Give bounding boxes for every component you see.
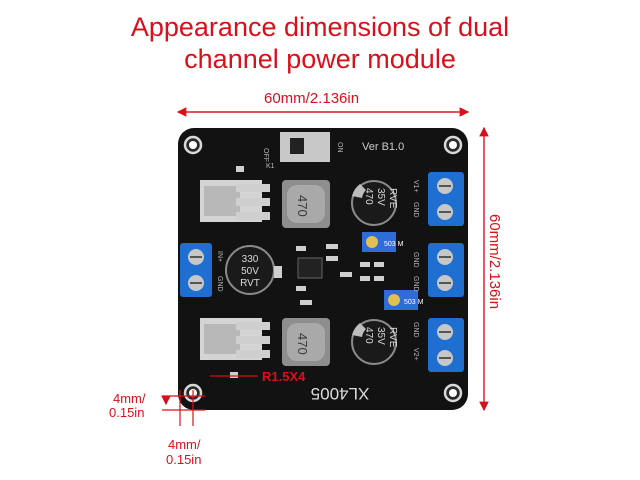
smd-components	[230, 166, 384, 378]
mounting-hole-tl	[183, 135, 203, 155]
potentiometer-2-value: 503 M	[404, 299, 424, 306]
regulator-top	[200, 180, 270, 222]
output2-gnd-label: GND	[412, 322, 419, 338]
switch-off-label: OFF	[262, 148, 269, 162]
power-switch	[280, 132, 330, 162]
capacitor-out1-value: 470	[363, 188, 374, 205]
hole-dimension-lines	[161, 375, 258, 426]
capacitor-out2	[351, 319, 397, 365]
potentiometer-1-value: 503 M	[384, 241, 404, 248]
output2-plus-label: V2+	[412, 348, 419, 361]
output1-plus-label: V1+	[412, 180, 419, 193]
middle-terminal-block	[428, 243, 464, 297]
diagram-title-line1: Appearance dimensions of dual	[130, 12, 510, 42]
input-gnd-label: GND	[216, 276, 223, 292]
capacitor-out2-value: 470	[363, 327, 374, 344]
potentiometer-1	[362, 232, 396, 252]
capacitor-input-voltage: 50V	[241, 266, 259, 277]
mounting-hole-br	[443, 383, 463, 403]
inductor-top	[282, 180, 330, 228]
inductor-top-value: 470	[295, 195, 310, 217]
input-terminal-block	[180, 243, 212, 297]
capacitor-out1-series: RVE	[387, 188, 398, 209]
hole-offset-y-label-line2: 0.15in	[109, 405, 145, 420]
capacitor-out2-series: RVE	[387, 327, 398, 348]
capacitor-out1-voltage: 35V	[375, 188, 386, 206]
switch-on-label: ON	[336, 142, 343, 153]
capacitor-out1	[351, 180, 397, 226]
switch-ref-label: K1	[266, 163, 275, 170]
output2-terminal-block	[428, 318, 464, 372]
regulator-bottom	[200, 318, 270, 360]
capacitor-input-value: 330	[242, 254, 259, 265]
pcb-board	[178, 128, 468, 410]
middle-gnd-label-2: GND	[412, 276, 419, 292]
control-ic	[297, 257, 323, 279]
hole-offset-x-label-line1: 4mm/	[168, 437, 201, 452]
output1-terminal-block	[428, 172, 464, 226]
potentiometer-2	[384, 290, 418, 310]
capacitor-out2-voltage: 35V	[375, 327, 386, 345]
model-label: XL4005	[311, 384, 370, 403]
mounting-hole-tr	[443, 135, 463, 155]
middle-gnd-label-1: GND	[412, 252, 419, 268]
output1-gnd-label: GND	[412, 202, 419, 218]
hole-offset-y-label-line1: 4mm/	[113, 391, 146, 406]
height-dimension-label: 60mm/2.136in	[486, 214, 503, 310]
capacitor-input-series: RVT	[240, 278, 260, 289]
diagram-title-line2: channel power module	[184, 44, 456, 74]
inductor-bottom	[282, 318, 330, 366]
inductor-bottom-value: 470	[295, 333, 310, 355]
version-label: Ver B1.0	[362, 141, 404, 153]
hole-offset-x-label-line2: 0.15in	[166, 452, 202, 467]
input-plus-label: IN+	[216, 251, 223, 262]
width-dimension-label: 60mm/2.136in	[264, 90, 360, 107]
hole-radius-label: R1.5X4	[262, 369, 306, 384]
